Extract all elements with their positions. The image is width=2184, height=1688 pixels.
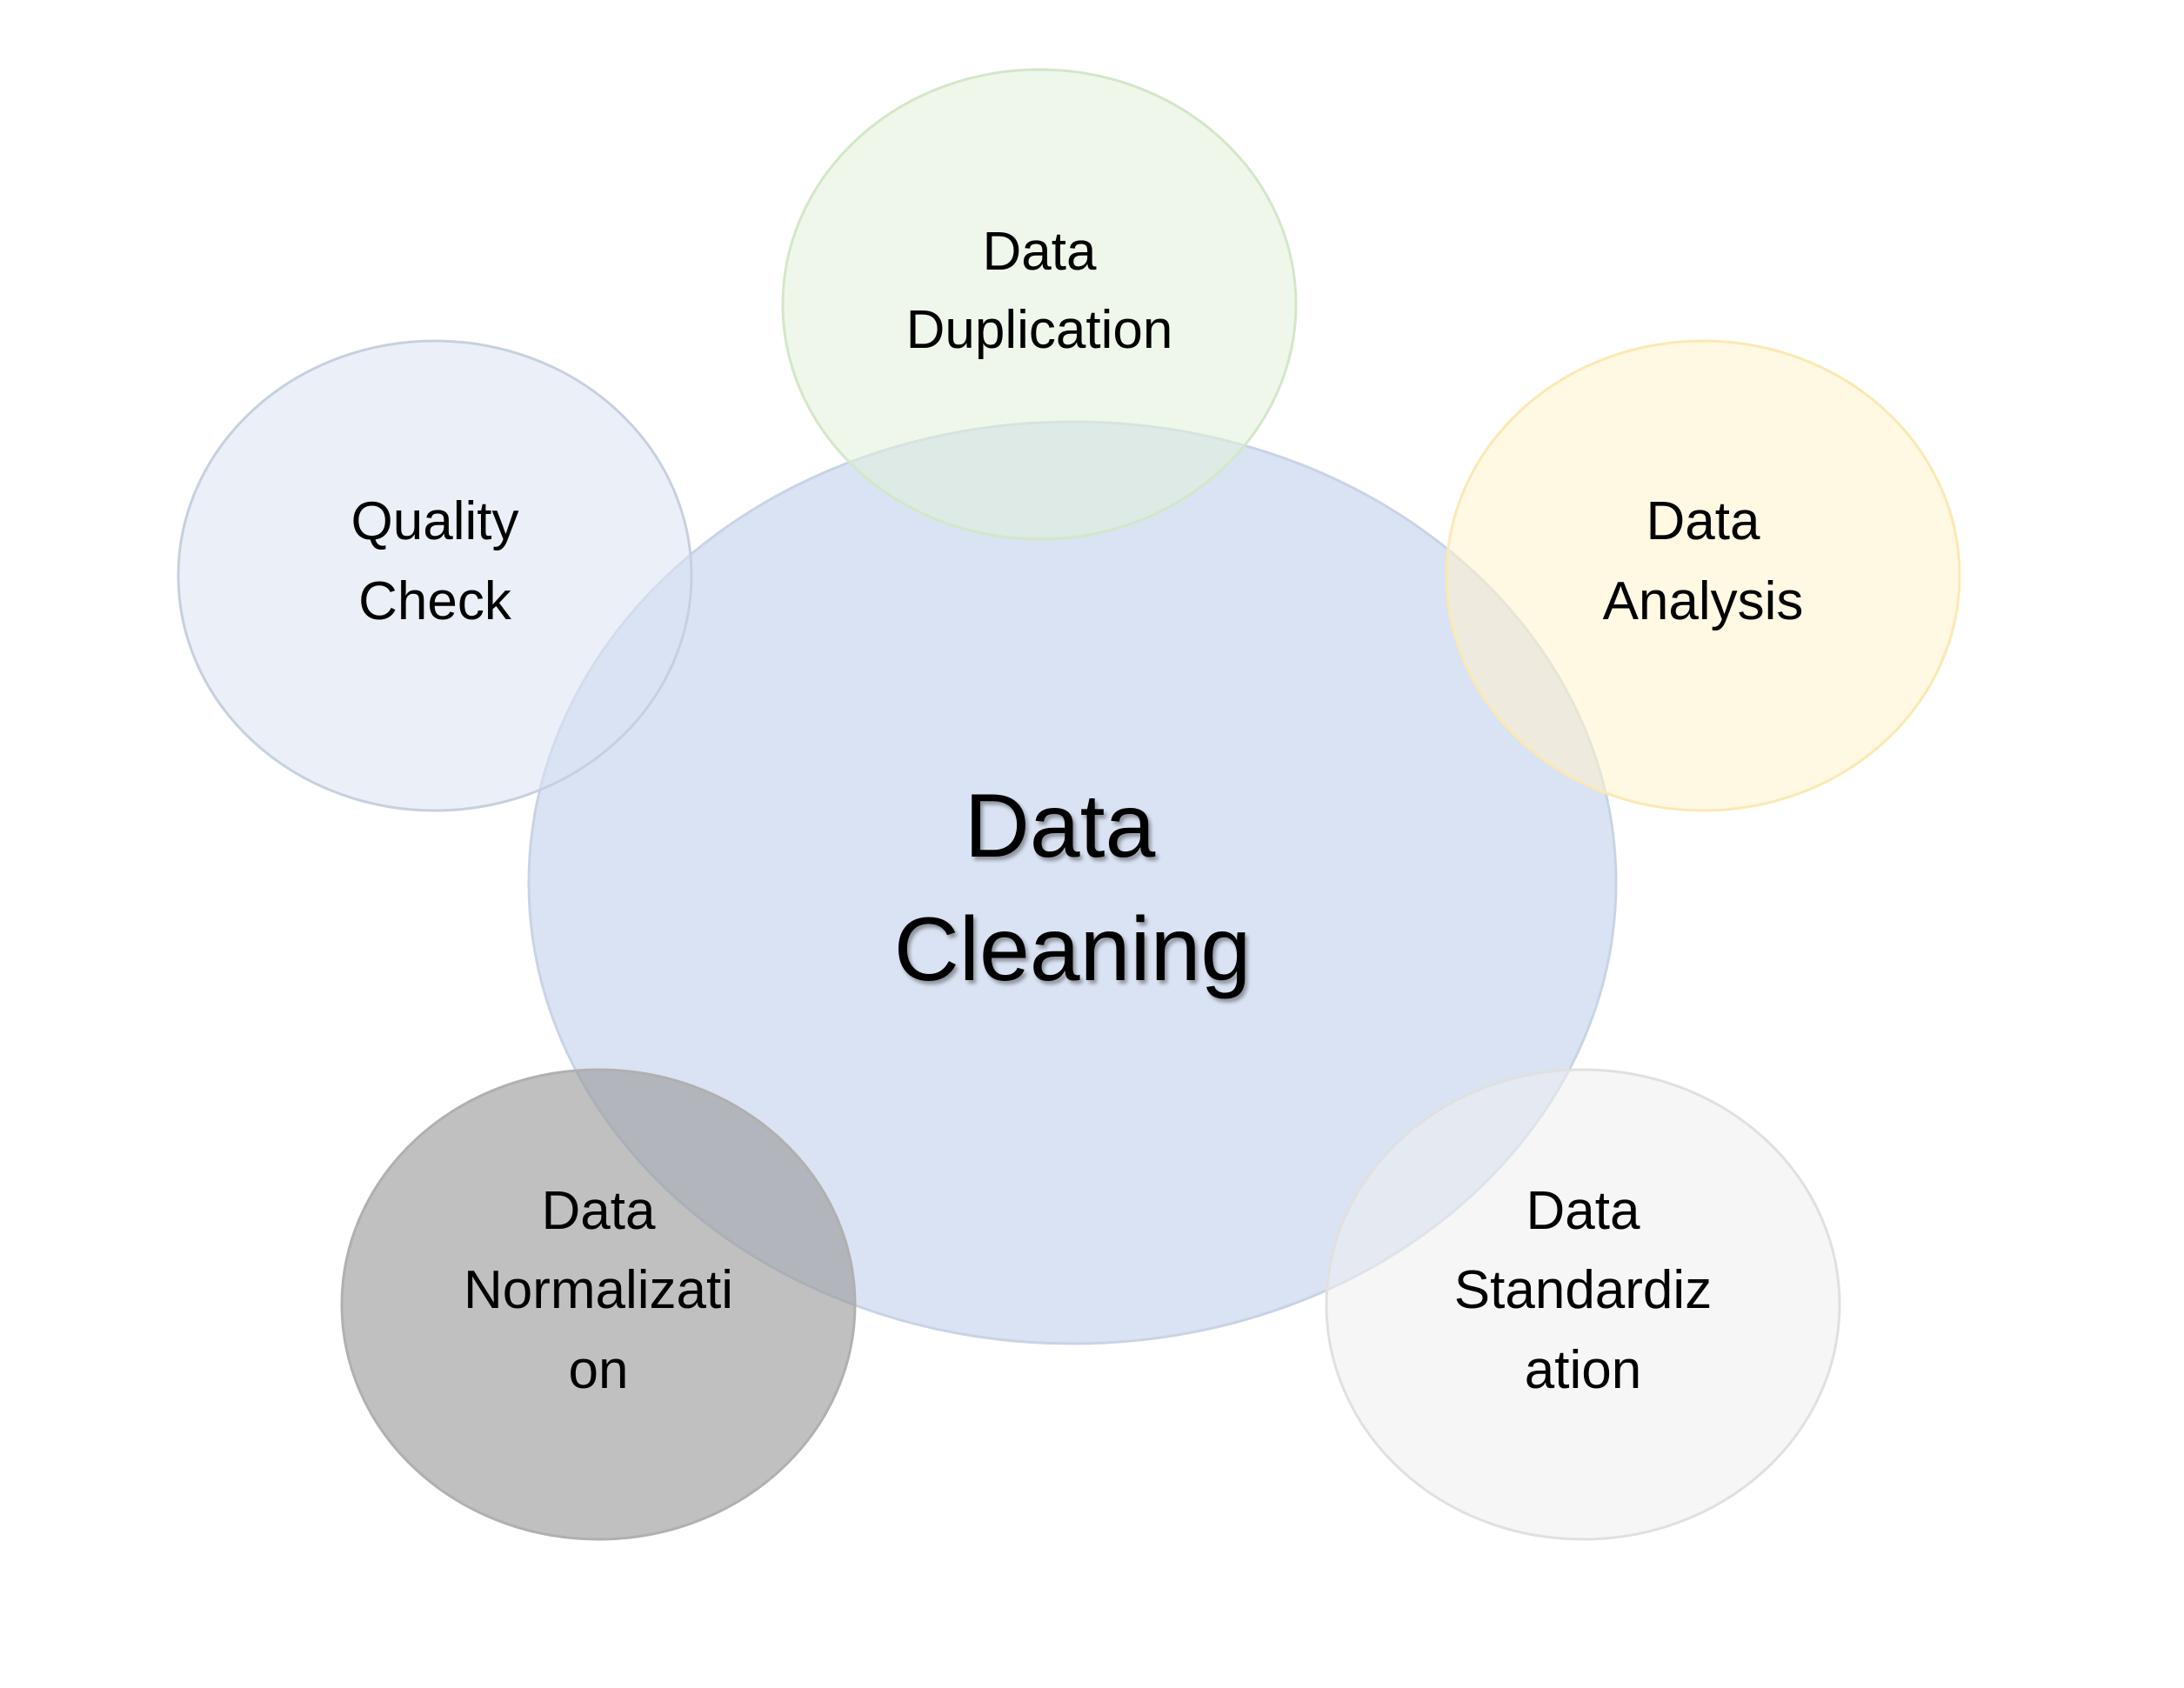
data-standardization-label-line: Standardiz — [1454, 1260, 1712, 1320]
quality-check-label-line: Quality — [351, 491, 519, 551]
quality-check-label-line: Check — [358, 571, 512, 631]
data-standardization-circle — [1325, 1068, 1841, 1541]
data-normalization-label-line: Data — [542, 1181, 656, 1241]
center-label-line: Data — [965, 776, 1156, 877]
center-label: Data Cleaning — [894, 776, 1252, 1000]
data-standardization-label-line: ation — [1525, 1340, 1641, 1400]
data-duplication-label-line: Duplication — [906, 300, 1173, 360]
data-analysis-label-line: Analysis — [1603, 571, 1804, 631]
data-analysis-label-line: Data — [1646, 491, 1760, 551]
data-duplication-label-line: Data — [983, 222, 1097, 282]
data-analysis-circle — [1445, 339, 1961, 812]
center-label-line: Cleaning — [894, 899, 1252, 1000]
data-standardization-label-line: Data — [1526, 1181, 1640, 1241]
quality-check-circle — [177, 339, 693, 812]
data-duplication-circle — [781, 68, 1298, 541]
data-normalization-circle — [340, 1068, 857, 1541]
data-normalization-label-line: Normalizati — [464, 1260, 733, 1320]
satellite-circles — [177, 68, 1961, 1541]
data-normalization-label-line: on — [569, 1340, 629, 1400]
